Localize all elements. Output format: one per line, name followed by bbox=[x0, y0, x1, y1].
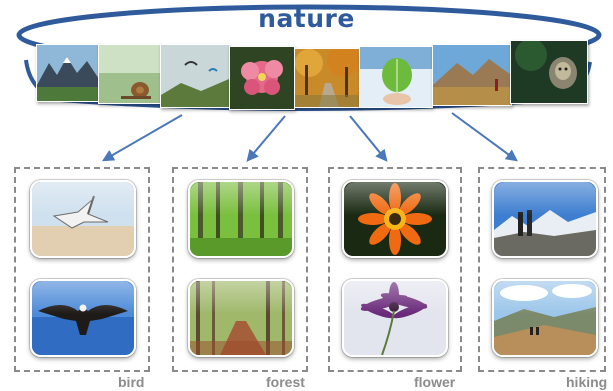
green-forest-photo bbox=[188, 180, 294, 258]
mountain-lake-photo bbox=[36, 44, 100, 102]
monkey-photo bbox=[510, 40, 588, 104]
flower-label: flower bbox=[414, 374, 456, 390]
arrow-to-forest bbox=[246, 115, 286, 162]
ring-title: nature bbox=[258, 4, 355, 33]
bird-category-box bbox=[14, 167, 150, 372]
paraglider-photo bbox=[160, 44, 230, 108]
purple-daisy-photo bbox=[342, 279, 448, 357]
hiker-mountain-photo bbox=[432, 44, 512, 106]
arrow-to-hiking bbox=[451, 112, 518, 162]
forest-label: forest bbox=[266, 374, 305, 390]
hikers-snow-peaks-photo bbox=[492, 180, 598, 258]
arrow-to-flower bbox=[349, 115, 388, 162]
hikers-valley-photo bbox=[492, 279, 598, 357]
nature-ring: nature bbox=[0, 0, 613, 120]
seagull-photo bbox=[30, 180, 136, 258]
forest-path-photo bbox=[188, 279, 294, 357]
eagle-photo bbox=[30, 279, 136, 357]
bird-label: bird bbox=[118, 374, 145, 390]
autumn-forest-path-photo bbox=[294, 48, 360, 108]
arrow-to-bird bbox=[101, 114, 183, 162]
pink-blossom-photo bbox=[229, 46, 295, 110]
orange-gazania-photo bbox=[342, 180, 448, 258]
flower-category-box bbox=[328, 167, 462, 372]
forest-category-box bbox=[172, 167, 308, 372]
snail-photo bbox=[98, 44, 162, 104]
hiking-label: hiking bbox=[566, 374, 608, 390]
hiking-category-box bbox=[478, 167, 606, 372]
leaf-in-hand-photo bbox=[359, 46, 433, 108]
